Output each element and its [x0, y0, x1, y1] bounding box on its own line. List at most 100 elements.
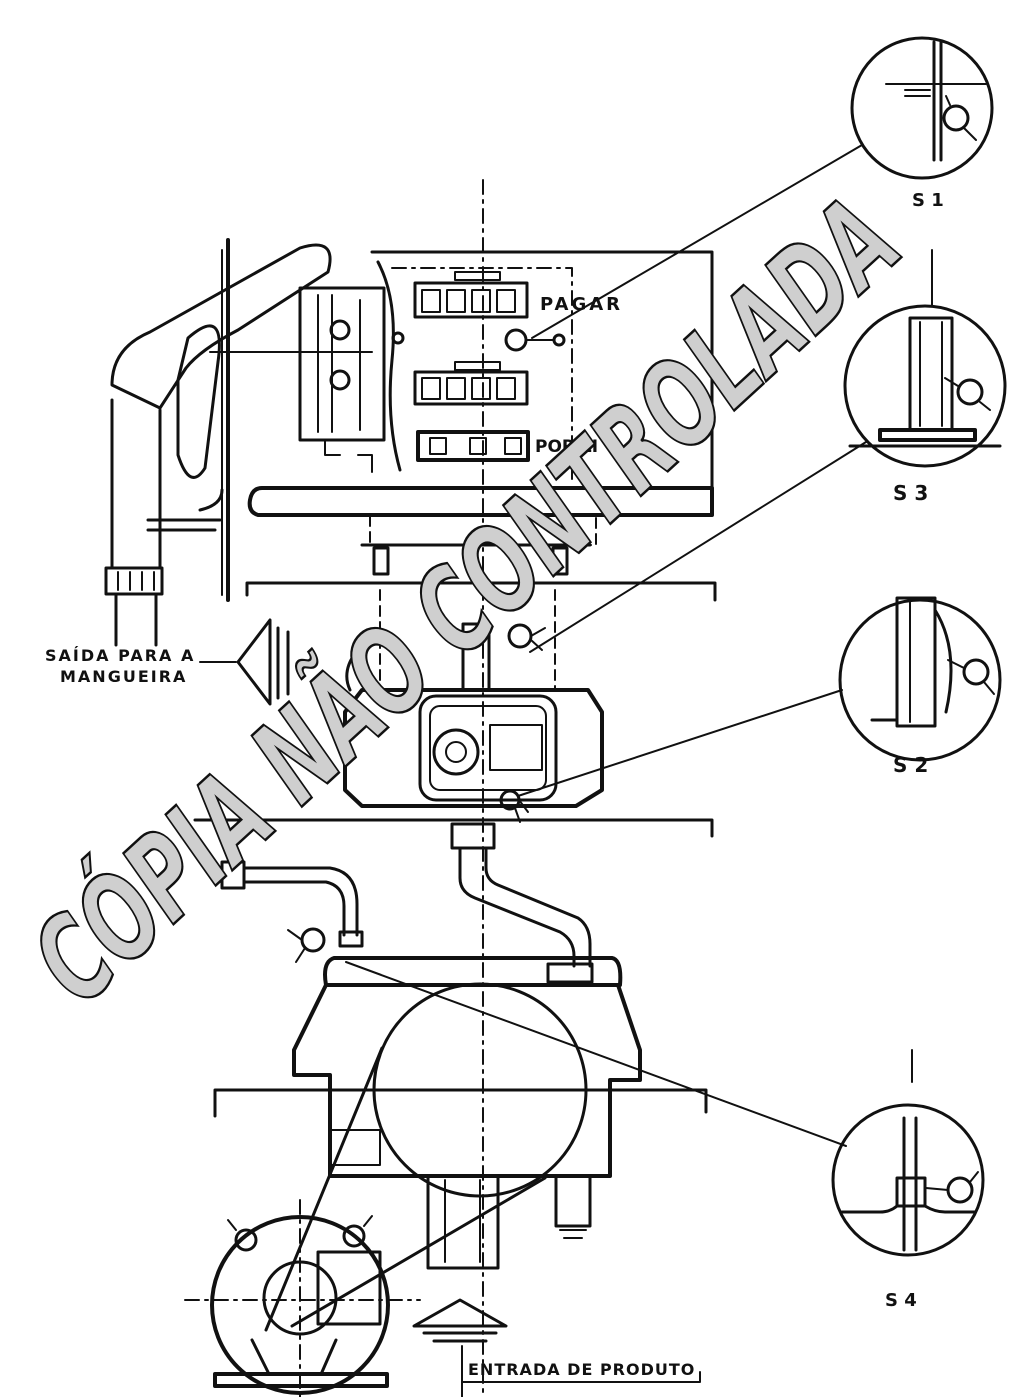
detail-tube [902, 1116, 918, 1252]
counter-digit [471, 289, 491, 313]
counter-digit [446, 289, 466, 313]
pump-unit [292, 956, 642, 1270]
seal-label-s3: S 3 [893, 481, 928, 505]
unit-price-counter [416, 430, 530, 462]
outlet-label-line2: MANGUEIRA [60, 667, 187, 686]
switch-pivot [329, 319, 351, 341]
detail-seal-wire [944, 377, 991, 411]
motor-unit [184, 1199, 421, 1397]
seal-wire [287, 929, 306, 963]
tube-fitting [338, 930, 364, 948]
counter-digit [421, 377, 441, 400]
meter-cover-inner [429, 705, 547, 791]
inlet-arrow-bars [422, 1331, 498, 1343]
pay-label: PAGAR [540, 294, 623, 315]
seal-wire [530, 627, 546, 651]
motor-base [213, 1372, 389, 1388]
detail-seal [942, 104, 970, 132]
switch-pivot [329, 369, 351, 391]
head-base-plate [247, 486, 714, 517]
guide-lines [379, 589, 556, 691]
outlet-arrow-head [236, 618, 272, 706]
motor-lifting-eye [342, 1224, 366, 1248]
detail-nut [895, 1176, 927, 1208]
head-foot-right [551, 546, 569, 576]
counter-digit [496, 377, 516, 400]
meter-port [432, 728, 480, 776]
detail-s3 [843, 304, 1007, 468]
inlet-arrow [412, 1298, 701, 1397]
outlet-arrow [199, 618, 290, 706]
detail-latch [933, 608, 953, 714]
volume-counter [413, 361, 529, 406]
seal-label-s2: S 2 [893, 753, 928, 777]
price-counter [413, 271, 529, 319]
lower-floor-line [213, 1088, 708, 1118]
switch-mechanism-box [298, 286, 386, 442]
pump-drain-threads [559, 1229, 587, 1239]
detail-coupling [908, 316, 954, 432]
head-foot-left [372, 546, 390, 576]
pipe-nut [450, 822, 496, 850]
meter-cover-plate [418, 694, 558, 802]
detail-coupling-inner [919, 321, 943, 427]
counter-frame [413, 281, 529, 319]
nozzle-handle [110, 243, 332, 410]
meter-port-inner [445, 741, 467, 763]
detail-shaft [932, 40, 943, 162]
hose [114, 592, 158, 647]
nozzle-coupling [104, 566, 164, 596]
leader-s1 [531, 144, 863, 339]
pump-outlet-detail [444, 1179, 481, 1263]
motor-pulley [262, 1260, 338, 1336]
detail-circle-s4 [831, 1103, 985, 1257]
tube-nut [220, 860, 246, 890]
detail-circle-s1 [850, 36, 994, 180]
pump-side-fitting [331, 1129, 381, 1166]
counter-digit [469, 437, 487, 455]
leader-s3 [529, 441, 867, 653]
counter-frame [413, 370, 529, 406]
counter-digit [504, 437, 522, 455]
detail-floor [840, 1204, 977, 1214]
counter-digit [496, 289, 516, 313]
drive-belt [290, 1176, 547, 1328]
counter-digit [446, 377, 466, 400]
nozzle-trigger [176, 324, 221, 479]
seal-label-s1: S 1 [912, 190, 944, 211]
head-bolt [391, 331, 405, 345]
pipe-wall [458, 846, 576, 968]
tube-wall [242, 880, 346, 937]
leader-s2 [517, 689, 843, 797]
inlet-label: ENTRADA DE PRODUTO [468, 1360, 695, 1379]
return-tube [220, 860, 364, 963]
motor-housing [210, 1215, 390, 1395]
detail-seal-wire [945, 95, 977, 141]
detail-seal [962, 658, 990, 686]
pump-outlet [426, 1174, 500, 1270]
meter-pipe [450, 822, 592, 968]
inlet-arrow-head [412, 1298, 508, 1328]
counter-top-bar [454, 271, 501, 281]
detail-seal-wire [947, 659, 995, 695]
meter-unit [343, 622, 604, 823]
detail-circle-s2 [838, 598, 1002, 762]
tube-wall [242, 866, 359, 937]
counter-frame [416, 430, 530, 462]
nozzle-spout [110, 398, 162, 570]
meter-pulley [345, 641, 412, 692]
detail-circle-s3 [843, 304, 1007, 468]
outlet-label-line1: SAÍDA PARA A [45, 646, 195, 665]
counter-digit [471, 377, 491, 400]
detail-seal-wire [925, 1171, 979, 1191]
motor-lifting-eye [234, 1228, 258, 1252]
head-inner-frame [391, 267, 573, 483]
detail-s4 [831, 1103, 985, 1257]
counter-top-bar [454, 361, 501, 371]
nozzle-bracket [146, 488, 224, 532]
pump-body [292, 983, 642, 1178]
detail-seal [956, 378, 984, 406]
switch-linkage [324, 439, 373, 473]
seal-anchor [552, 333, 566, 347]
detail-seal [946, 1176, 974, 1204]
